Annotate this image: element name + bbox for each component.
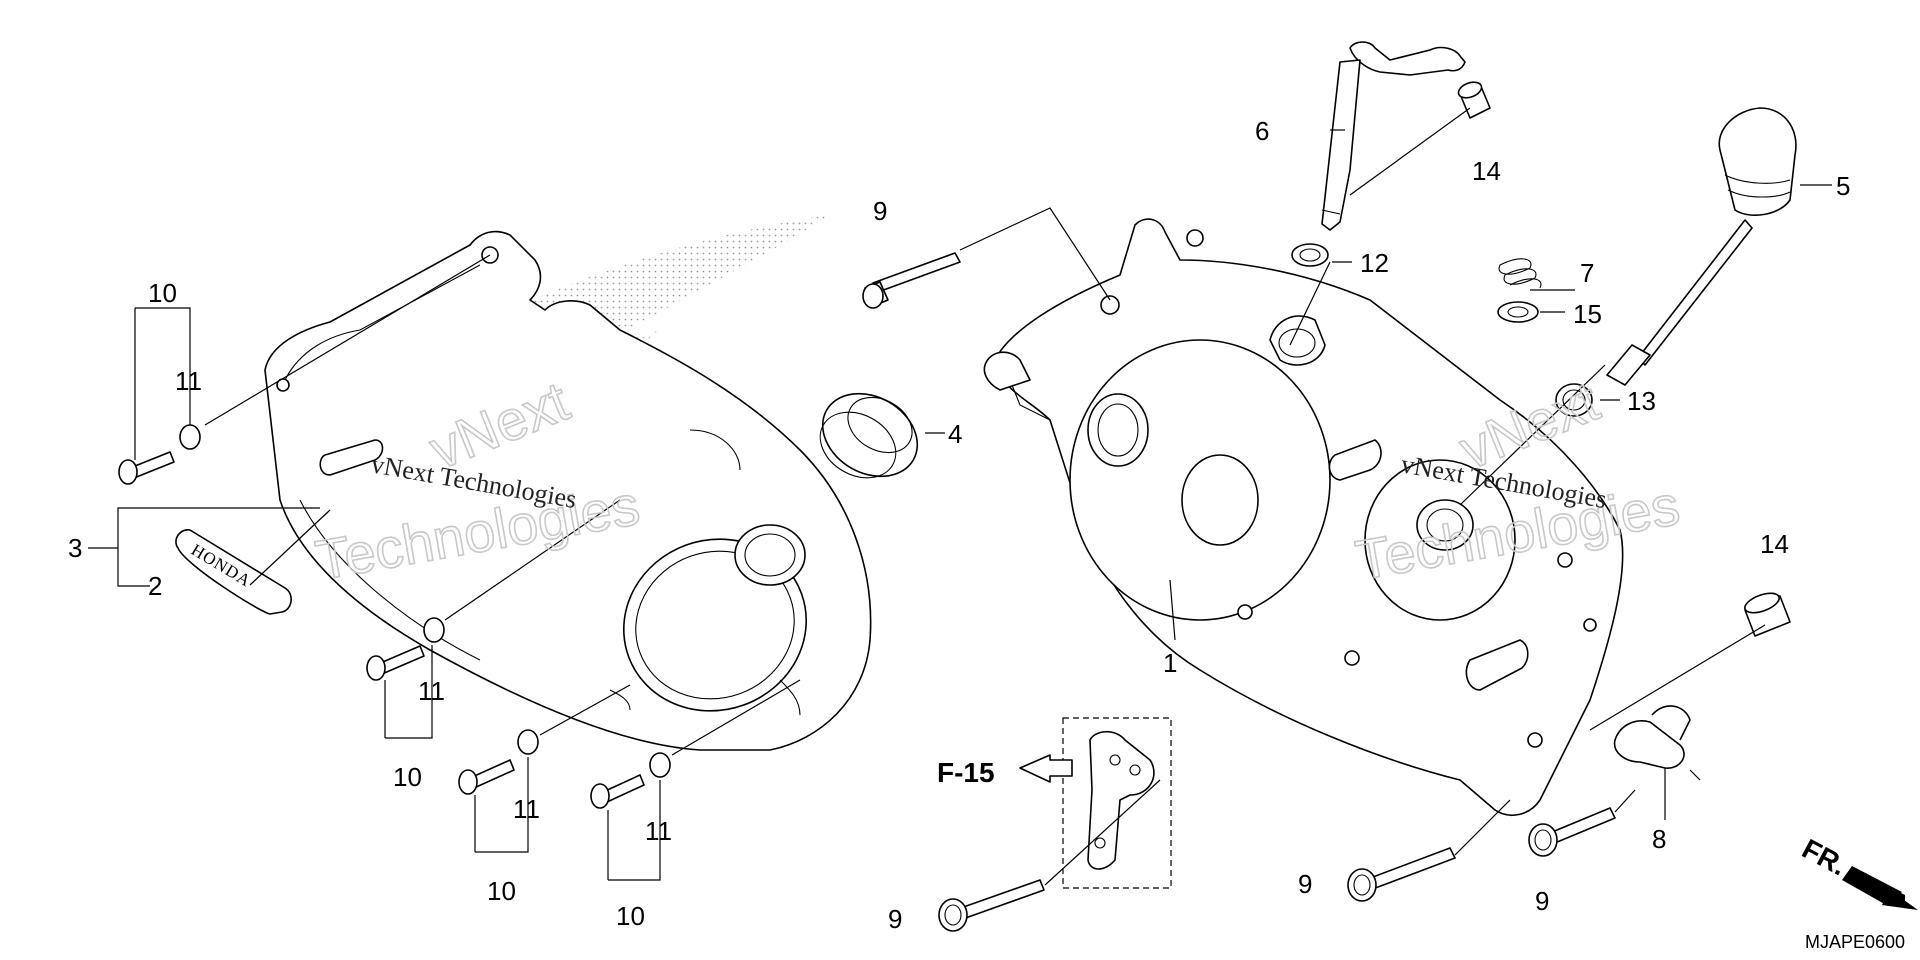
bolt-10-11-top-left <box>118 424 201 485</box>
callout-9-bottom-right: 9 <box>1535 886 1549 916</box>
bolt-9-top <box>862 252 961 309</box>
o-ring-part-13 <box>1555 383 1593 417</box>
bolt-10-11-bottom-right <box>590 752 671 809</box>
callout-4: 4 <box>948 419 962 449</box>
callouts: 1 2 3 4 5 6 7 8 9 9 9 9 10 10 10 10 11 1… <box>68 116 1850 934</box>
bolt-9-bottom-mid <box>1347 847 1456 902</box>
dipstick-part-6 <box>1321 41 1466 231</box>
callout-10-top-left: 10 <box>148 278 177 308</box>
bolt-10-11-left-mid <box>366 617 445 681</box>
callout-9-bottom-mid: 9 <box>1298 869 1312 899</box>
callout-3: 3 <box>68 533 82 563</box>
bracket-assembly <box>1062 717 1172 889</box>
callout-12: 12 <box>1360 248 1389 278</box>
diagram-code: MJAPE0600 <box>1805 932 1905 952</box>
callout-9-bottom-left: 9 <box>888 904 902 934</box>
callout-11-bottom-mid: 11 <box>513 794 540 824</box>
seal-part-4 <box>819 392 919 479</box>
callout-7: 7 <box>1580 258 1594 288</box>
spring-part-7 <box>1498 258 1542 289</box>
collar-part-14-top <box>1457 81 1491 119</box>
o-ring-part-12 <box>1291 243 1329 267</box>
callout-10-bottom-mid: 10 <box>487 876 516 906</box>
washer-part-15 <box>1497 301 1539 323</box>
clamp-part-8 <box>1613 705 1691 769</box>
callout-13: 13 <box>1627 386 1656 416</box>
right-crankcase-cover <box>983 218 1624 816</box>
callout-15: 15 <box>1573 299 1602 329</box>
callout-8: 8 <box>1652 824 1666 854</box>
callout-10-bottom-right: 10 <box>616 901 645 931</box>
callout-14-top: 14 <box>1472 156 1501 186</box>
bolt-10-11-bottom-mid <box>458 729 539 795</box>
honda-emblem: HONDA <box>175 529 292 615</box>
callout-2: 2 <box>148 571 162 601</box>
callout-11-bottom-right: 11 <box>645 816 672 846</box>
bolts <box>118 252 1616 932</box>
bolt-9-bottom-right <box>1528 807 1616 857</box>
reference-arrow <box>1019 754 1073 783</box>
callout-1: 1 <box>1163 648 1177 678</box>
reference-label: F-15 <box>937 757 995 788</box>
left-crankcase-cover <box>264 230 872 751</box>
callout-11-top-left: 11 <box>175 366 202 396</box>
callout-14-right: 14 <box>1760 529 1789 559</box>
callout-11-left-mid: 11 <box>418 676 445 706</box>
callout-10-left-mid: 10 <box>393 762 422 792</box>
direction-label: FR. <box>1797 833 1851 882</box>
callout-9-top: 9 <box>873 196 887 226</box>
collar-part-14-right <box>1744 592 1791 637</box>
front-direction-arrow <box>1842 866 1918 910</box>
bolt-9-bottom-left <box>938 879 1045 932</box>
leader-lines <box>88 107 1832 886</box>
callout-6: 6 <box>1255 116 1269 146</box>
oil-cap-part-5 <box>1606 107 1797 386</box>
callout-5: 5 <box>1836 171 1850 201</box>
